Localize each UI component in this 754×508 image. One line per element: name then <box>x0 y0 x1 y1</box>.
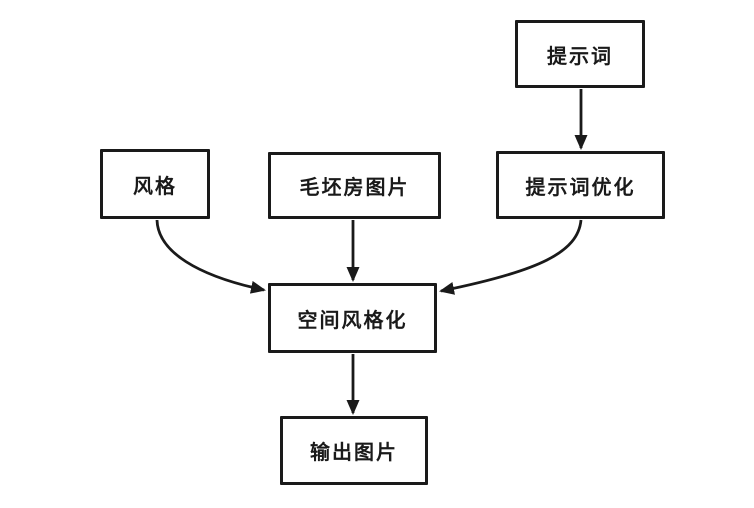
edge-prompt_optimization-to-space_stylization <box>439 219 583 295</box>
node-rough-house-image-label: 毛坯房图片 <box>299 177 410 199</box>
node-prompt-optimization: 提示词优化 <box>496 151 665 219</box>
node-style-label: 风格 <box>133 175 177 198</box>
node-rough-house-image: 毛坯房图片 <box>268 152 441 219</box>
node-prompt: 提示词 <box>515 20 645 88</box>
node-style: 风格 <box>100 149 210 219</box>
node-output-image-label: 输出图片 <box>310 442 398 464</box>
node-output-image: 输出图片 <box>280 416 428 485</box>
node-prompt-optimization-label: 提示词优化 <box>525 176 636 199</box>
node-space-stylization: 空间风格化 <box>268 283 437 353</box>
node-prompt-label: 提示词 <box>547 45 613 68</box>
edge-style-to-space_stylization <box>155 219 266 294</box>
node-space-stylization-label: 空间风格化 <box>297 309 408 332</box>
edge-layer <box>155 89 588 415</box>
